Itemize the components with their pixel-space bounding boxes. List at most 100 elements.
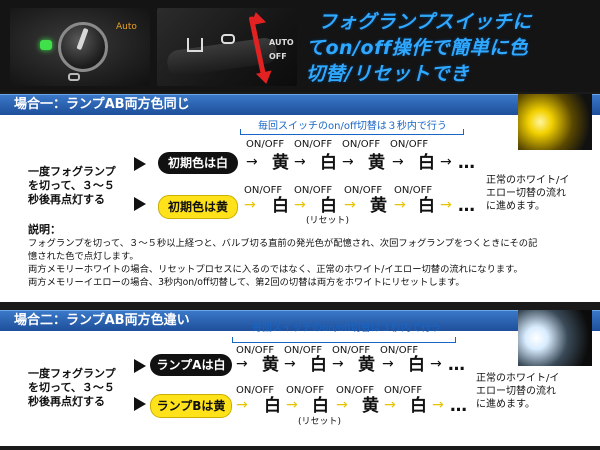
case2-row1-arrow-1: → — [236, 356, 248, 372]
case1-side-note-2: エロー切替の流れ — [486, 188, 566, 199]
fog-lamp-green-icon — [40, 40, 52, 50]
case1-row2-onoff-2: ON/OFF — [294, 185, 333, 196]
off-text: OFF — [269, 52, 287, 61]
case1-row1-color-2: 白 — [320, 153, 337, 173]
case1-row2-arrow-4: → — [394, 197, 406, 213]
case2-big-arrow-bottom — [134, 397, 146, 411]
case2-row1-ellipsis: … — [448, 355, 465, 375]
case1-row1-onoff-2: ON/OFF — [294, 139, 333, 150]
case1-row2-color-3: 黄 — [370, 196, 387, 216]
case2-row2-arrow-1: → — [236, 397, 248, 413]
case2-row1-color-4: 白 — [408, 355, 425, 375]
red-arrow-head-up — [247, 10, 267, 26]
case1-row1-ellipsis: … — [458, 153, 475, 173]
case2-side-note-1: 正常のホワイト/イ — [476, 373, 560, 384]
auto-label: Auto — [116, 22, 137, 32]
case1-row2-onoff-4: ON/OFF — [394, 185, 433, 196]
case2-left-text-3: 秒後再点灯する — [28, 395, 105, 408]
case2-row1-color-2: 白 — [310, 355, 327, 375]
case1-row2-arrow-2: → — [294, 197, 306, 213]
fog-lamp-icon — [68, 73, 80, 81]
case1-side-note-1: 正常のホワイト/イ — [486, 175, 570, 186]
case1-interval-note: 毎回スイッチのon/off切替は３秒内で行う — [258, 121, 447, 132]
case2-left-text-2: を切って、３～５ — [28, 381, 115, 394]
case1-row1-arrow-5: → — [440, 154, 452, 170]
case1-pill-initial-yellow: 初期色は黄 — [158, 195, 238, 219]
case1-row2-color-4: 白 — [418, 196, 435, 216]
case2-row1-color-1: 黄 — [262, 355, 279, 375]
yellow-fog-photo — [518, 94, 592, 150]
case1-row1-onoff-4: ON/OFF — [390, 139, 429, 150]
case2-row1-arrow-4: → — [382, 356, 394, 372]
case2-big-arrow-top — [134, 359, 146, 373]
case1-row2-arrow-1: → — [244, 197, 256, 213]
explanation-line-3: 両方メモリーホワイトの場合、リセットプロセスに入るのではなく、正常のホワイト/イ… — [28, 264, 523, 275]
case1-row1-arrow-4: → — [392, 154, 404, 170]
case2-row2-arrow-5: → — [432, 397, 444, 413]
case2-row2-onoff-3: ON/OFF — [336, 385, 375, 396]
case2-side-note-2: エロー切替の流れ — [476, 386, 556, 397]
case1-left-text-2: を切って、３～５ — [28, 179, 115, 192]
white-fog-photo — [518, 310, 592, 366]
case1-row2-onoff-1: ON/OFF — [244, 185, 283, 196]
case2-row2-color-4: 白 — [410, 396, 427, 416]
case2-row1-arrow-3: → — [332, 356, 344, 372]
case1-header-bar: 場合一：ランプAB両方色同じ — [0, 94, 600, 115]
case2-row1-onoff-3: ON/OFF — [332, 345, 371, 356]
case1-big-arrow-bottom — [134, 197, 146, 211]
title-line-1: フォグランプスイッチに — [318, 11, 532, 33]
case2-row1-onoff-4: ON/OFF — [380, 345, 419, 356]
case2-row2-ellipsis: … — [450, 396, 467, 416]
case1-left-text-1: 一度フォグランプ — [28, 165, 116, 178]
case1-row2-arrow-3: → — [344, 197, 356, 213]
explanation-line-2: 憶された色で点灯します。 — [28, 251, 139, 262]
case2-row1-onoff-1: ON/OFF — [236, 345, 275, 356]
stalk-photo: AUTO OFF — [157, 8, 297, 86]
case1-row2-color-1: 白 — [272, 196, 289, 216]
case2-left-text-1: 一度フォグランプ — [28, 367, 116, 380]
case1-row1-onoff-3: ON/OFF — [342, 139, 381, 150]
case2-interval-note: 毎回スイッチのon/off切替は３秒内で行う — [252, 323, 441, 334]
case2-row2-onoff-1: ON/OFF — [236, 385, 275, 396]
fog-symbol-icon — [221, 34, 235, 44]
case2-row2-reset: (リセット) — [298, 417, 342, 427]
case1-row2-ellipsis: … — [458, 196, 475, 216]
case2-row2-color-3: 黄 — [362, 396, 379, 416]
home-icon — [187, 38, 203, 52]
case2-row2-color-1: 白 — [264, 396, 281, 416]
case2-row2-onoff-2: ON/OFF — [286, 385, 325, 396]
case1-big-arrow-top — [134, 157, 146, 171]
explanation-title: 説明： — [28, 223, 61, 236]
case2-pill-lamp-a-white: ランプAは白 — [150, 354, 232, 376]
case1-interval-bracket — [240, 129, 464, 135]
case1-row2-color-2: 白 — [320, 196, 337, 216]
case1-row2-arrow-5: → — [440, 197, 452, 213]
explanation-line-1: フォグランプを切って、３～５秒以上経つと、バルブ切る直前の発光色が配憶され、次回… — [28, 238, 538, 249]
case2-row1-color-3: 黄 — [358, 355, 375, 375]
case2-row1-arrow-2: → — [284, 356, 296, 372]
case1-panel: 毎回スイッチのon/off切替は３秒内で行う 一度フォグランプ を切って、３～５… — [0, 94, 600, 302]
case1-pill-initial-white: 初期色は白 — [158, 152, 238, 174]
case1-row1-arrow-1: → — [246, 154, 258, 170]
explanation-line-4: 両方メモリーイエローの場合、3秒内on/off切替して、第2回の切替は両方をホワ… — [28, 277, 465, 288]
case2-row1-onoff-2: ON/OFF — [284, 345, 323, 356]
case2-row2-onoff-4: ON/OFF — [384, 385, 423, 396]
case1-row1-color-1: 黄 — [272, 153, 289, 173]
case1-label: 場合一：ランプAB両方色同じ — [14, 97, 190, 112]
red-arrow-head-down — [255, 70, 275, 86]
case1-row2-reset: (リセット) — [306, 216, 350, 226]
case2-row2-color-2: 白 — [312, 396, 329, 416]
case2-header-bar: 場合二：ランプAB両方色違い — [0, 310, 600, 331]
case2-label: 場合二：ランプAB両方色違い — [14, 313, 190, 328]
case2-row2-arrow-3: → — [336, 397, 348, 413]
case2-row2-arrow-4: → — [384, 397, 396, 413]
case2-row2-arrow-2: → — [286, 397, 298, 413]
case2-side-note-3: に進めます。 — [476, 399, 535, 410]
case1-row2-onoff-3: ON/OFF — [344, 185, 383, 196]
case1-row1-color-3: 黄 — [368, 153, 385, 173]
case2-row1-arrow-5: → — [430, 356, 442, 372]
title-line-2: てon/off操作で簡単に色 — [306, 37, 529, 59]
case2-interval-bracket — [232, 337, 456, 343]
case2-panel: 毎回スイッチのon/off切替は３秒内で行う 一度フォグランプ を切って、３～５… — [0, 310, 600, 446]
case1-left-text-3: 秒後再点灯する — [28, 193, 105, 206]
